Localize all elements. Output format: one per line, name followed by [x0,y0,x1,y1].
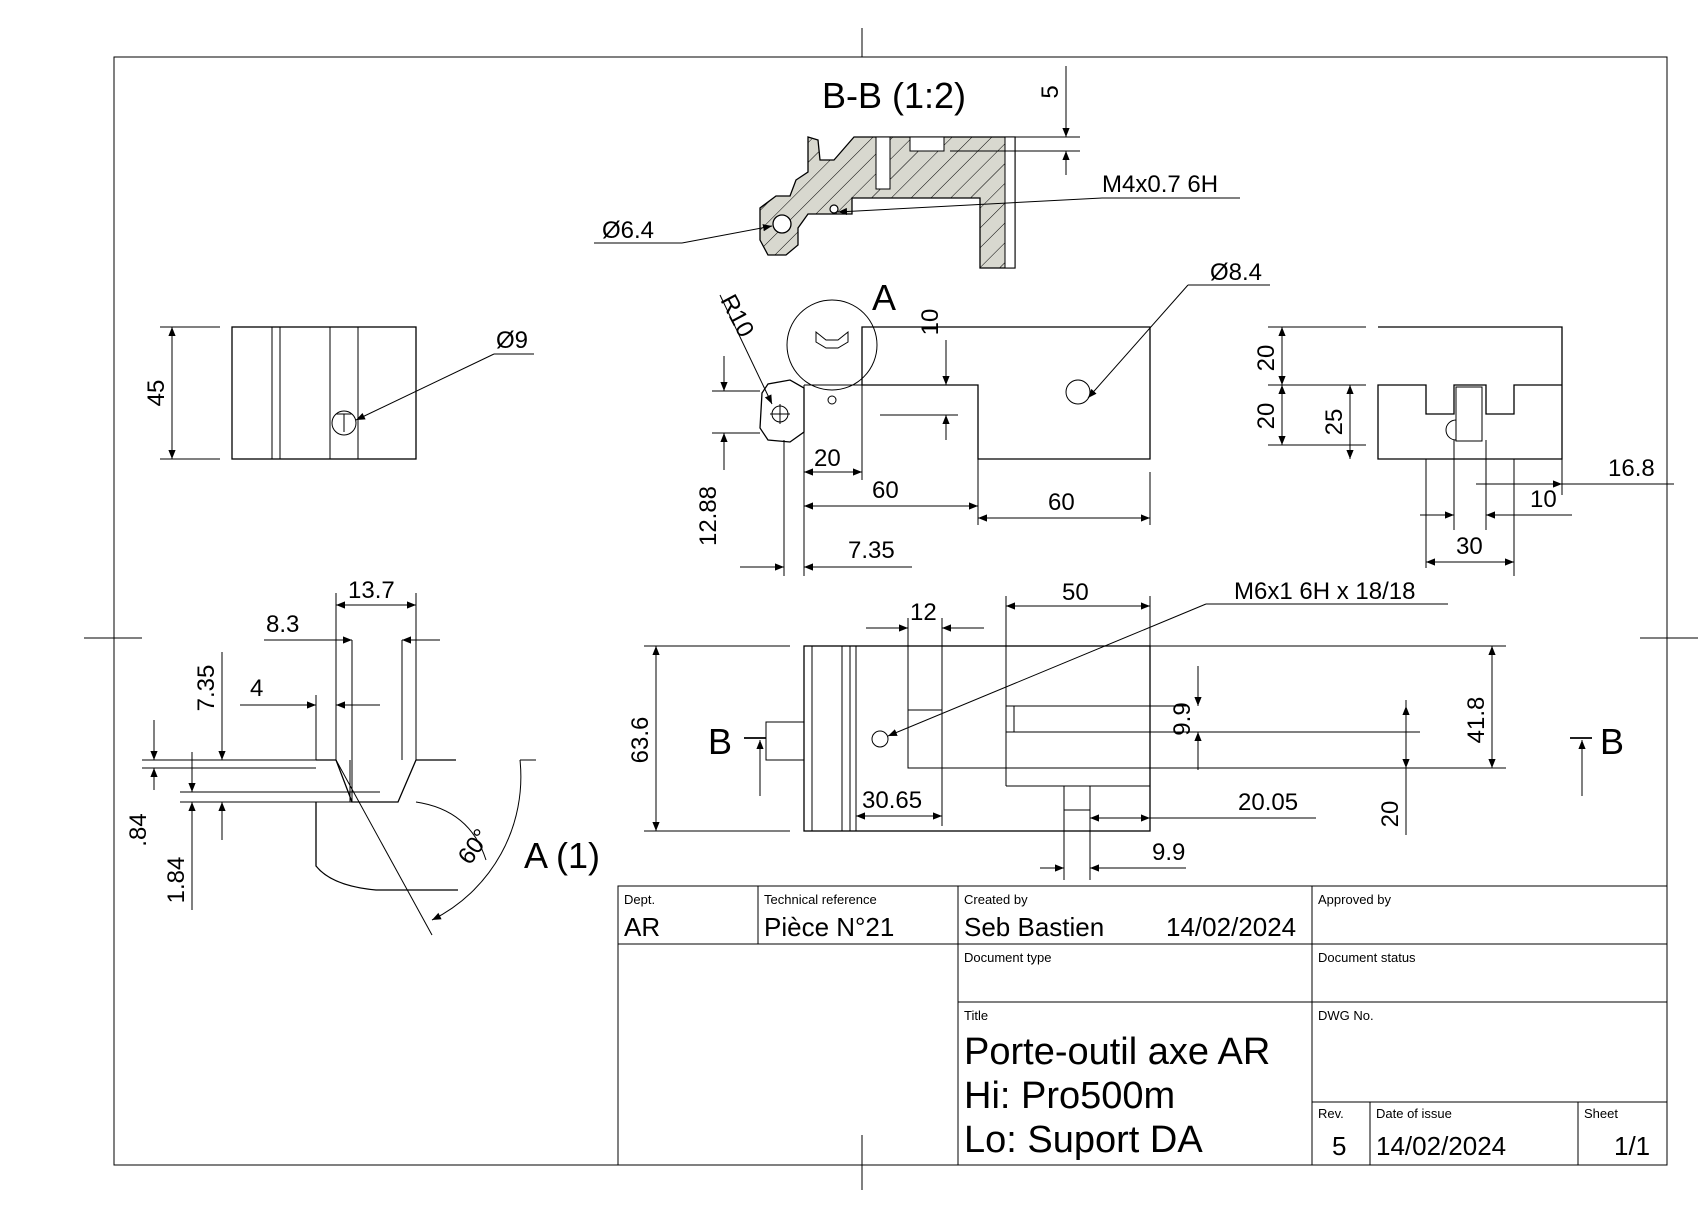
dim-13-7: 13.7 [348,577,395,604]
created-by-label: Created by [964,892,1028,907]
dim-30-65: 30.65 [862,787,922,814]
dim-7-35-detail: 7.35 [193,665,220,712]
right-side-view: 20 20 25 16.8 10 30 [1253,326,1674,576]
dim-60-left: 60 [872,477,899,504]
title-line-3: Lo: Suport DA [964,1119,1203,1161]
detail-a-title: A (1) [524,835,600,876]
title-label: Title [964,1008,988,1023]
rev-value: 5 [1332,1131,1346,1161]
dim-4: 4 [250,675,263,702]
created-date: 14/02/2024 [1166,912,1296,942]
dim-12-88: 12.88 [695,486,722,546]
dim-30: 30 [1456,533,1483,560]
dim-63-6: 63.6 [627,717,654,764]
dim-50: 50 [1062,579,1089,606]
dim-20-side-bottom: 20 [1253,403,1280,430]
thread-m6-callout: M6x1 6H x 18/18 [1234,578,1415,605]
dept-label: Dept. [624,892,655,907]
dim-7-35-front: 7.35 [848,537,895,564]
dia-6-4-callout: Ø6.4 [602,217,654,244]
section-bb-view: B-B (1:2) 5 M4x0.7 6H Ø6.4 [594,66,1240,269]
dim-10-front: 10 [917,309,944,336]
rev-label: Rev. [1318,1106,1344,1121]
section-marker-b-left: B [708,721,732,762]
dim-0-84: .84 [125,813,152,846]
dim-60-degrees: 60° [453,824,496,869]
dim-20-side-top: 20 [1253,345,1280,372]
techref-label: Technical reference [764,892,877,907]
detail-a-circle [786,299,878,391]
detail-a-view: 60° A (1) 13.7 8.3 4 7.35 .84 1.84 [125,577,600,936]
section-bb-title: B-B (1:2) [822,75,966,116]
sheet-label: Sheet [1584,1106,1618,1121]
section-marker-b-right: B [1600,721,1624,762]
dim-16-8: 16.8 [1608,455,1655,482]
dim-45: 45 [143,380,170,407]
dim-25: 25 [1321,409,1348,436]
dim-20-top: 20 [1377,801,1404,828]
techref-value: Pièce N°21 [764,912,894,942]
dim-1-84: 1.84 [163,857,190,904]
document-status-label: Document status [1318,950,1416,965]
dim-9-9-horizontal: 9.9 [1152,839,1185,866]
dia-9-callout: Ø9 [496,327,528,354]
dim-20-05: 20.05 [1238,789,1298,816]
dia-8-4-callout: Ø8.4 [1210,259,1262,286]
title-line-2: Hi: Pro500m [964,1075,1175,1117]
top-view: 12 50 M6x1 6H x 18/18 63.6 9.9 41.8 20 [627,578,1624,880]
dim-12: 12 [910,599,937,626]
dim-8-3: 8.3 [266,611,299,638]
sheet-value: 1/1 [1614,1131,1650,1161]
title-block: Dept. AR Technical reference Pièce N°21 … [617,885,1668,1166]
left-side-view: 45 Ø9 [143,326,534,460]
dim-9-9-vertical: 9.9 [1169,702,1196,735]
date-of-issue-value: 14/02/2024 [1376,1131,1506,1161]
dept-value: AR [624,912,660,942]
dim-20-front: 20 [814,445,841,472]
drawing-border [84,28,1698,1190]
approved-by-label: Approved by [1318,892,1391,907]
dwg-no-label: DWG No. [1318,1008,1374,1023]
date-of-issue-label: Date of issue [1376,1106,1452,1121]
created-by-value: Seb Bastien [964,912,1104,942]
dim-60-right: 60 [1048,489,1075,516]
title-line-1: Porte-outil axe AR [964,1031,1270,1073]
document-type-label: Document type [964,950,1051,965]
dim-41-8: 41.8 [1463,697,1490,744]
front-view: A R10 10 Ø8.4 12.88 20 60 60 [695,259,1270,576]
thread-m4-callout: M4x0.7 6H [1102,171,1218,198]
detail-a-label: A [872,277,896,318]
dim-10-side: 10 [1530,486,1557,513]
dim-5: 5 [1037,85,1064,98]
